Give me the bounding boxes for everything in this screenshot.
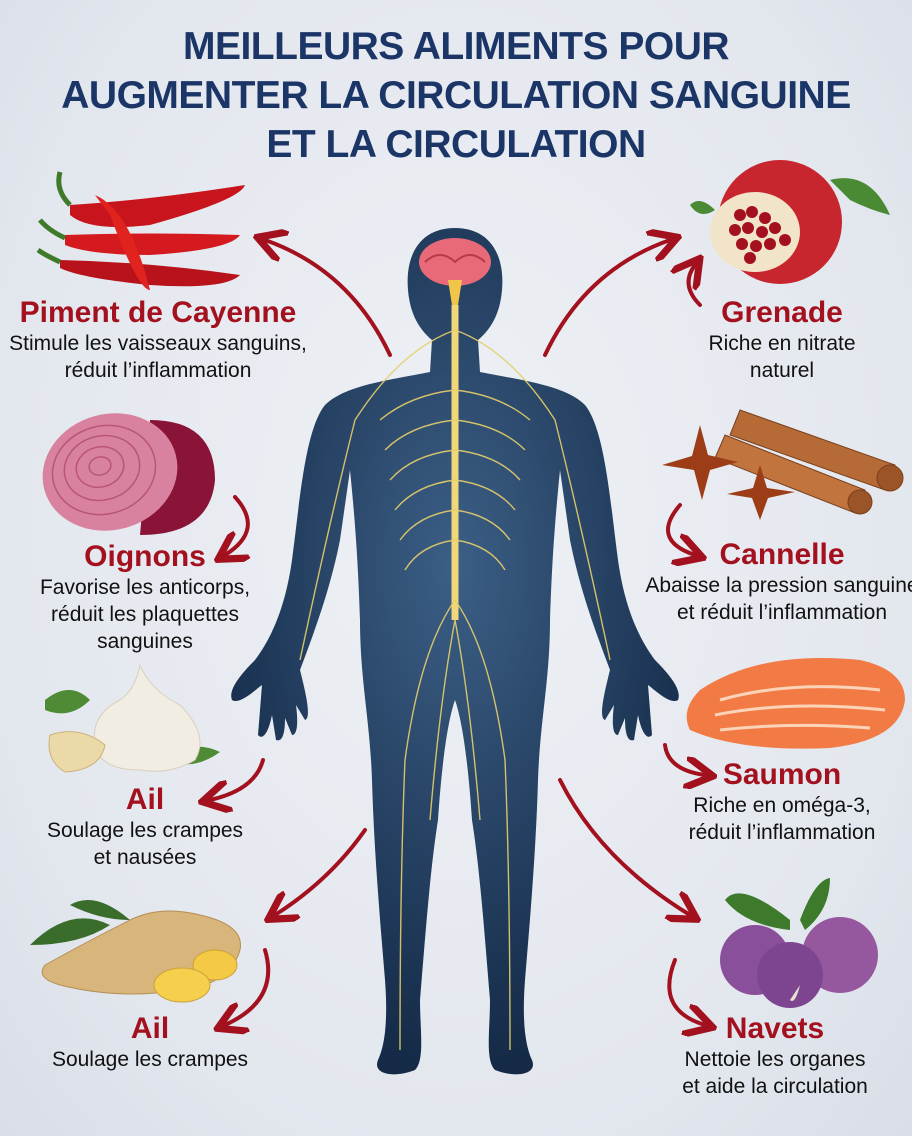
food-ail-gingembre: Ail Soulage les crampes [52,1012,248,1073]
arrow-to-ail-2 [225,948,271,1025]
food-name: Ail [130,1012,170,1045]
arrow-to-navets [667,958,705,1025]
food-saumon: Saumon Riche en oméga-3, réduit l’inflam… [689,758,876,846]
page-title: MEILLEURS ALIMENTS POUR AUGMENTER LA CIR… [0,22,912,169]
food-desc-line: Nettoie les organes [684,1048,866,1071]
arrows [210,240,705,1025]
food-name: Oignons [84,540,206,573]
food-desc-line: réduit l’inflammation [688,821,876,844]
ginger-icon [30,900,241,1003]
food-desc-line: Riche en nitrate [708,332,856,355]
arrow-to-ail [210,758,265,800]
arrow-to-ginger [275,828,367,915]
food-name: Grenade [721,296,843,329]
food-desc-line: et réduit l’inflammation [676,601,888,624]
food-desc-line: Soulage les crampes [51,1048,249,1071]
food-desc-line: Riche en oméga-3, [693,794,871,817]
salmon-icon [686,658,905,749]
cinnamon-icon [662,409,904,520]
food-cannelle: Cannelle Abaisse la pression sanguine et… [645,538,912,626]
food-ail: Ail Soulage les crampes et nausées [47,783,243,871]
food-desc-line: Favorise les anticorps, [39,576,251,599]
food-desc-line: Abaisse la pression sanguine [645,574,912,597]
food-navets: Navets Nettoie les organes et aide la ci… [682,1012,868,1100]
turnip-icon [720,878,878,1008]
food-desc-line: naturel [749,359,815,382]
pomegranate-icon [690,160,890,284]
garlic-icon [45,663,220,773]
food-piment-de-cayenne: Piment de Cayenne Stimule les vaisseaux … [9,296,307,384]
arrow-to-oignons [225,495,248,555]
food-oignons: Oignons Favorise les anticorps, réduit l… [40,540,250,655]
human-nervous-system-icon [231,228,679,1075]
arrow-grenade-curl [689,265,700,307]
food-name: Ail [125,783,165,816]
food-desc-line: réduit l’inflammation [64,359,252,382]
arrow-to-grenade [543,240,670,357]
arrow-to-saumon [663,743,705,775]
title-line-2: AUGMENTER LA CIRCULATION SANGUINE [61,74,851,117]
food-desc-line: réduit les plaquettes [51,603,239,626]
food-name: Navets [725,1012,825,1045]
red-onion-icon [42,413,215,535]
title-line-1: MEILLEURS ALIMENTS POUR [182,25,730,68]
food-grenade: Grenade Riche en nitrate naturel [708,296,855,384]
food-desc-line: sanguines [97,630,193,653]
food-name: Piment de Cayenne [19,296,297,329]
food-desc-line: et aide la circulation [682,1075,868,1098]
food-name: Cannelle [719,538,845,571]
arrow-to-turnips [558,778,690,915]
chili-pepper-icon [36,171,245,290]
food-desc-line: et nausées [93,846,197,869]
arrow-to-piment [265,240,392,357]
food-desc-line: Soulage les crampes [46,819,244,842]
title-line-3: ET LA CIRCULATION [266,123,646,166]
food-name: Saumon [722,758,842,791]
arrow-to-cannelle [666,503,695,555]
food-desc-line: Stimule les vaisseaux sanguins, [9,332,307,355]
